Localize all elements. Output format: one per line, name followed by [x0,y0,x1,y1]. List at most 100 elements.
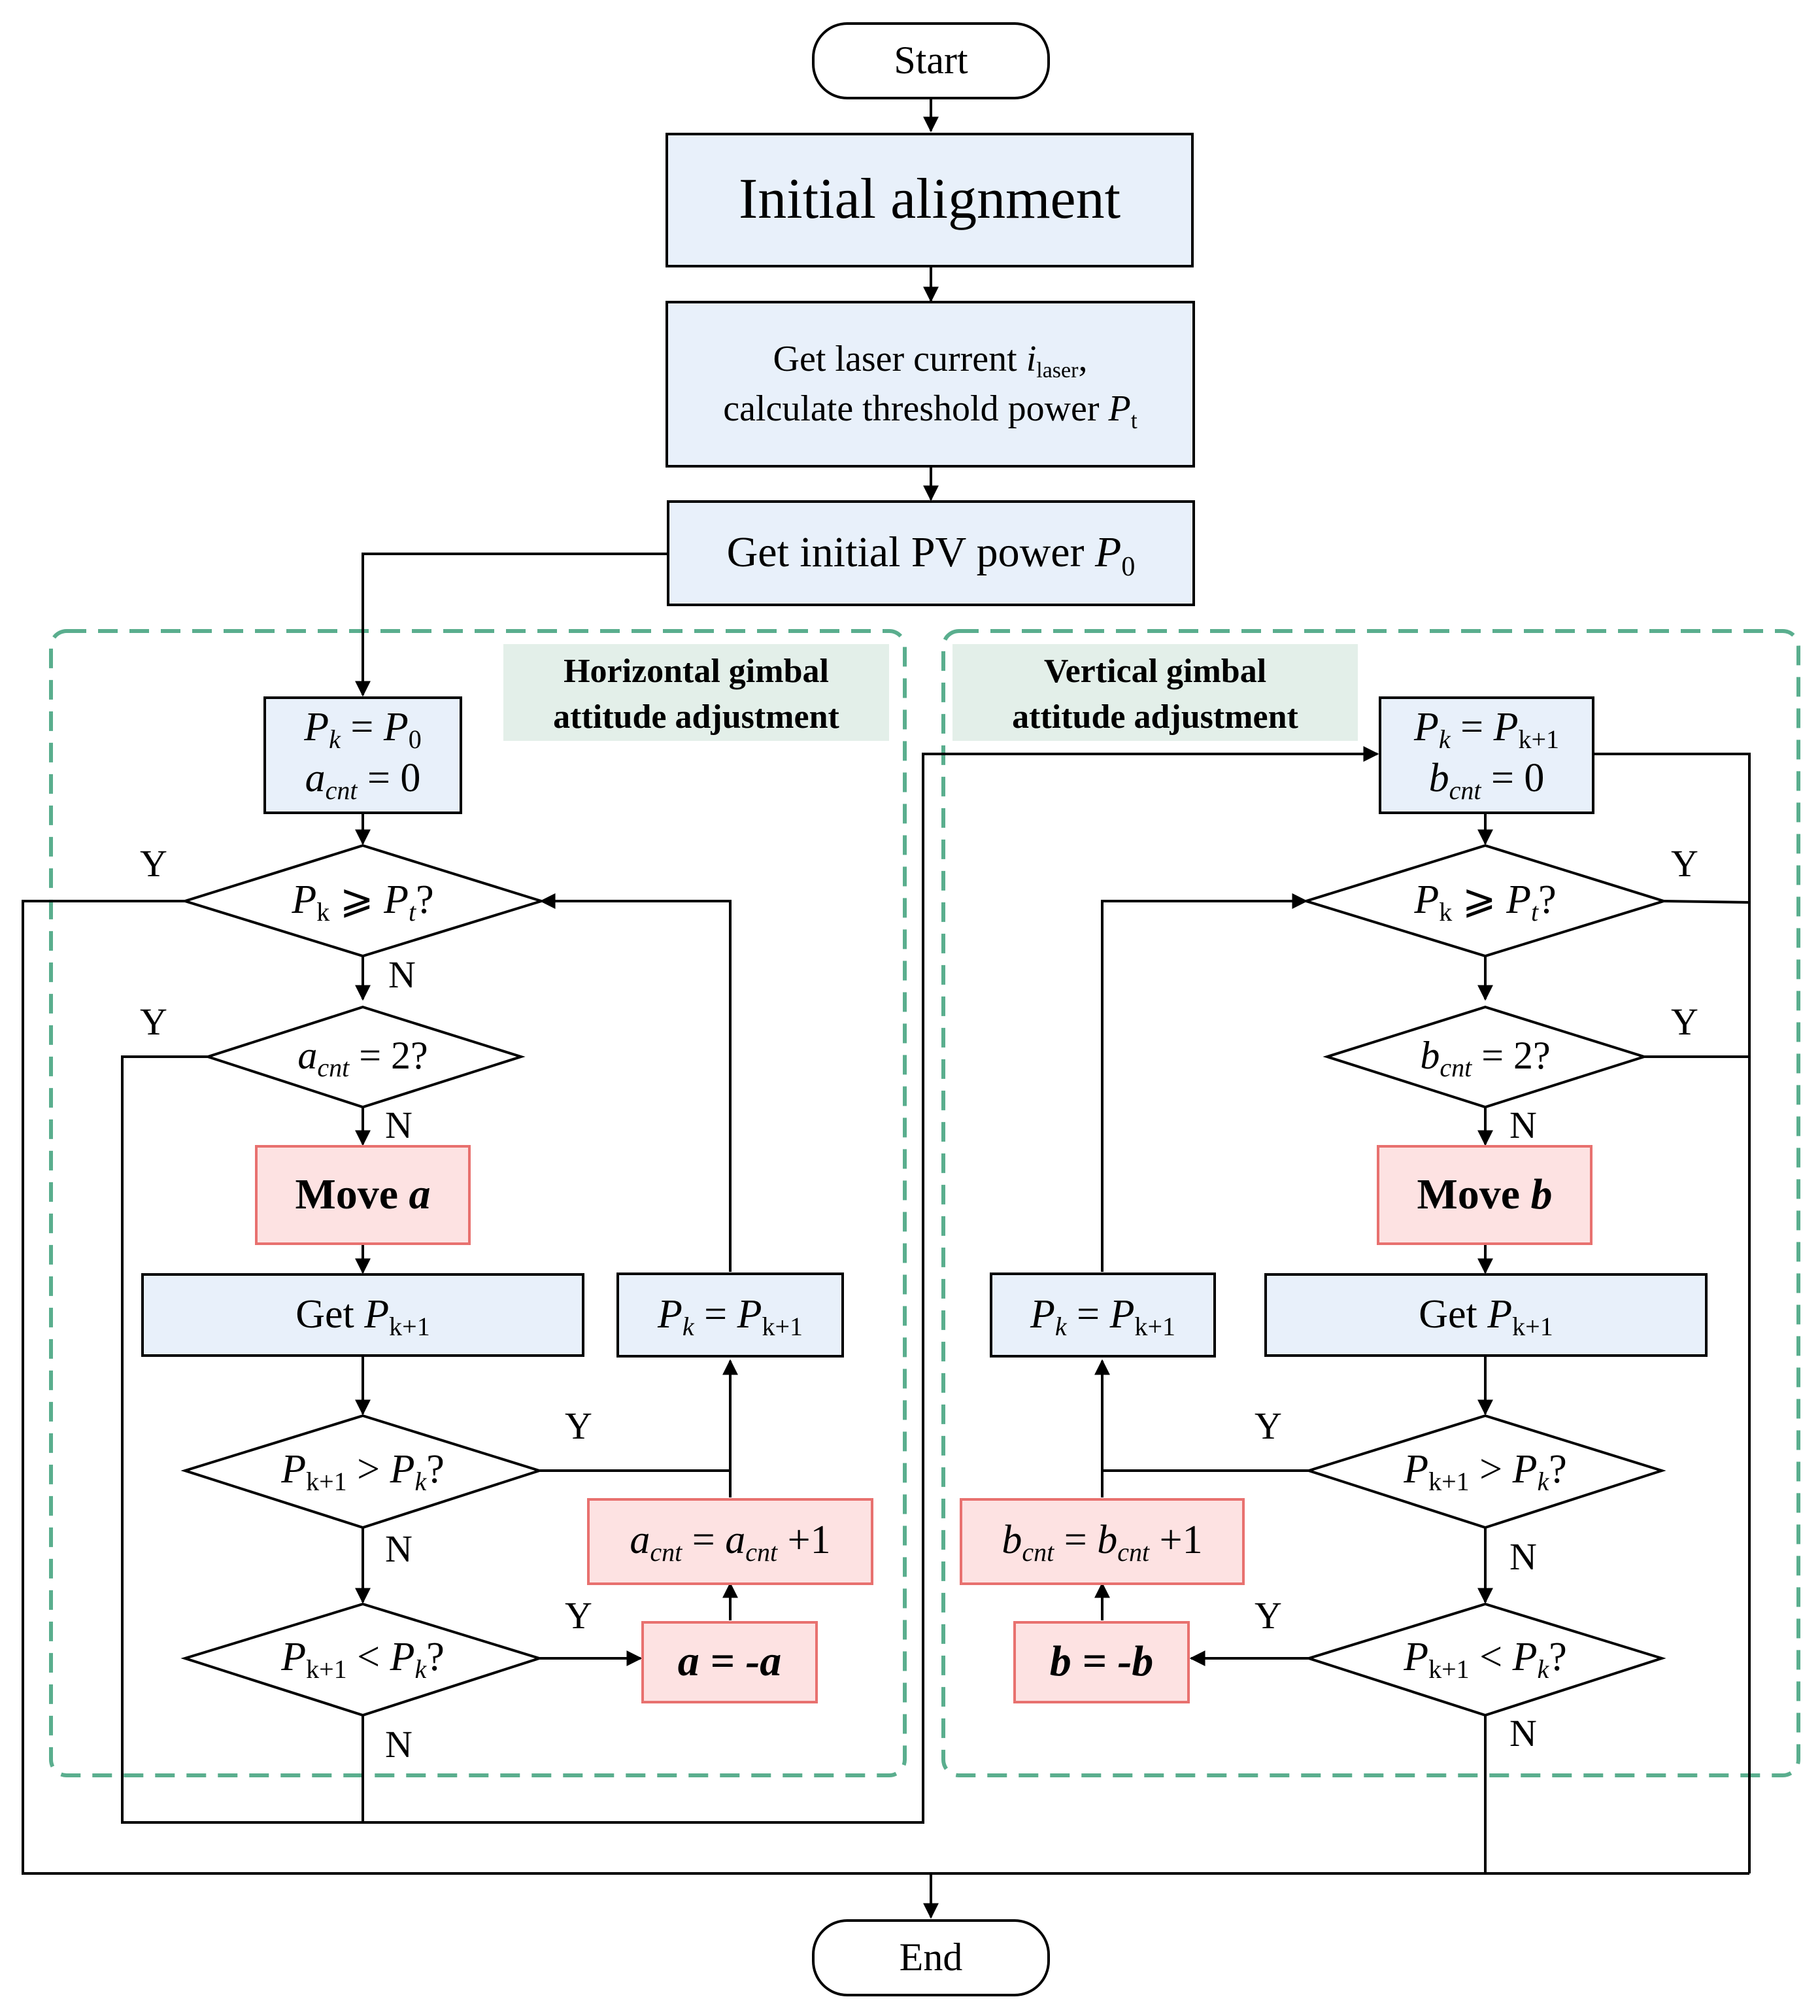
left-decision-3-shape [180,1414,544,1529]
get-laser-box [666,301,1195,468]
right-d2-q: ? [1533,1034,1551,1077]
right-d4-sub1: k+1 [1428,1654,1470,1684]
right-get-p: P [1487,1292,1512,1337]
left-init-cnt-sub: cnt [326,776,358,805]
a-negate-label: a = -a [678,1637,782,1685]
left-init-eq: = [341,705,384,749]
right-d1-p: P [1413,878,1439,922]
move-b-var: b [1531,1170,1553,1218]
right-get-node: Get Pk+1 [1264,1273,1708,1357]
left-d4-lt: < [347,1635,390,1679]
left-d4-sub2: k [414,1654,427,1684]
left-d2-two: 2 [391,1034,411,1077]
left-get-box [141,1273,584,1357]
right-update-p2: P [1109,1292,1135,1337]
horizontal-region-title-line1: Horizontal gimbal [564,653,829,690]
left-update-label: Pk = Pk+1 [657,1292,803,1341]
left-d3-no-label: N [385,1528,413,1570]
start-node: Start [812,22,1050,99]
move-b-node: Move b [1377,1145,1592,1245]
left-d2-a: a [297,1034,317,1077]
right-d1-pt: P [1506,878,1531,922]
move-a-label: Move a [295,1170,430,1218]
left-d3-sub2: k [414,1467,427,1496]
right-decision-1-label: Pk ⩾ Pt? [1413,878,1556,927]
left-d3-p2: P [390,1447,415,1492]
move-b-box [1377,1145,1592,1245]
left-get-text: Get [295,1292,364,1337]
left-d1-p: P [291,878,316,922]
vertical-region-title-line2: attitude adjustment [1012,698,1298,736]
right-init-zero: 0 [1524,756,1544,800]
right-init-eq: = [1451,705,1494,749]
end-label: End [900,1936,963,1979]
right-d3-p1: P [1403,1447,1428,1492]
move-a-text: Move [295,1170,409,1218]
acnt-increment-node: acnt = acnt +1 [587,1498,873,1585]
b-neg-minus: - [1117,1637,1132,1685]
left-decision-3-label: Pk+1 > Pk? [280,1447,445,1496]
horizontal-gimbal-region: Horizontal gimbal attitude adjustment [49,629,907,1777]
left-update-sub1: k [682,1312,695,1341]
left-init-box [263,696,462,814]
move-a-box [255,1145,471,1245]
a-negate-box [641,1621,818,1703]
right-init-cnt: cnt [1449,776,1482,805]
right-update-node: Pk = Pk+1 [990,1273,1216,1358]
left-d3-sub1: k+1 [306,1467,347,1496]
b-negate-node: b = -b [1013,1621,1190,1703]
left-d2-no-label: N [385,1104,413,1146]
bcnt-inc-cnt1: cnt [1022,1537,1054,1567]
right-decision-2-label: bcnt = 2? [1420,1034,1550,1082]
right-init-box [1379,696,1594,814]
b-negate-box [1013,1621,1190,1703]
right-d2-yes-label: Y [1671,1000,1698,1043]
left-d2-cnt: cnt [317,1053,350,1082]
left-d2-yes-label: Y [140,1000,167,1043]
edges [22,98,1751,1919]
get-initial-box [667,500,1195,606]
b-neg-b2: b [1132,1637,1153,1685]
right-d4-p2: P [1512,1635,1538,1679]
left-init-0-sub: 0 [409,725,422,754]
move-a-var: a [409,1170,431,1218]
acnt-inc-a2: a [725,1518,745,1562]
a-neg-eq: = [699,1637,746,1685]
right-d4-q: ? [1549,1635,1567,1679]
start-label: Start [894,39,968,82]
move-a-node: Move a [255,1145,471,1245]
right-d3-sub1: k+1 [1428,1467,1470,1496]
right-init-sub2: k+1 [1518,725,1559,754]
right-d1-geq: ⩾ [1452,878,1506,922]
left-d3-q: ? [426,1447,445,1492]
left-init-p: P [303,705,329,749]
right-d2-no-label: N [1509,1104,1537,1146]
left-init-eq2: = [357,756,400,800]
bcnt-increment-box [960,1498,1245,1585]
left-decision-2: acnt = 2? [203,1005,526,1109]
right-init-sub1: k [1439,725,1451,754]
right-d1-k: k [1439,897,1452,927]
get-laser-line1-sub: laser [1036,358,1079,383]
right-update-label: Pk = Pk+1 [1030,1292,1175,1341]
left-d4-yes-label: Y [565,1594,592,1637]
right-decision-2: bcnt = 2? [1323,1005,1649,1109]
edge-right-update-loop [1101,893,1308,1272]
left-decision-2-shape [203,1005,526,1109]
acnt-increment-box [587,1498,873,1585]
right-d4-yes-label: Y [1255,1594,1282,1637]
end-terminal [812,1919,1050,1996]
right-update-box [990,1273,1216,1358]
horizontal-region-title-bg [503,644,889,741]
branch-labels: Y N Y N Y N Y N Y Y N Y N Y N [140,842,1698,1766]
bcnt-increment-label: bcnt = bcnt +1 [1002,1518,1202,1567]
left-d2-eq: = [349,1034,391,1077]
right-d4-sub2: k [1537,1654,1549,1684]
a-neg-a1: a [678,1637,699,1685]
edge-right-d1-yes [1663,900,1750,904]
edge-right-init-to-bus [1593,753,1751,1873]
acnt-inc-a1: a [630,1518,650,1562]
left-update-p2: P [737,1292,762,1337]
right-d2-eq: = [1472,1034,1513,1077]
right-init-p1: P [1413,705,1439,749]
